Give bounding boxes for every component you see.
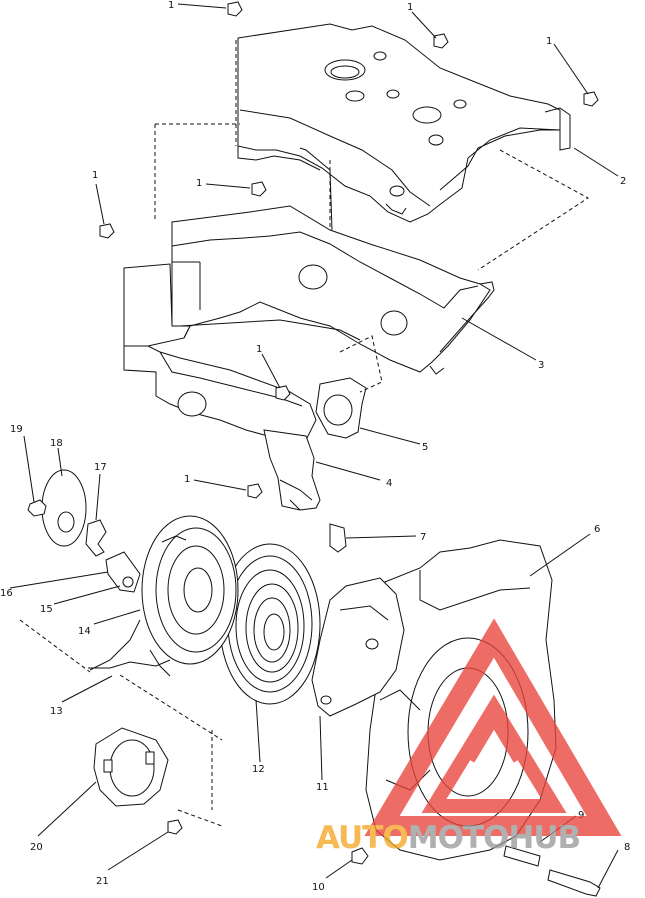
bracket-arm (263, 429, 321, 511)
starter-cup (93, 727, 169, 807)
recoil-spring (219, 543, 321, 705)
callout-12: 12 (252, 764, 265, 775)
watermark-logo: AUTOMOTOHUB (316, 618, 622, 856)
watermark-text-moto: MOTO (408, 820, 509, 856)
alignment-lines (19, 40, 589, 827)
callout-3: 3 (538, 360, 544, 371)
callout-4: 4 (386, 478, 392, 489)
fastener-bolts (99, 1, 601, 897)
nut-19 (27, 499, 47, 517)
callout-1: 1 (546, 36, 552, 47)
leader-lines (9, 3, 619, 889)
watermark-triangle-inner (421, 694, 567, 813)
watermark-text-hub: HUB (508, 820, 580, 856)
callout-5: 5 (422, 442, 428, 453)
friction-plate (41, 469, 87, 547)
callout-10: 10 (312, 882, 325, 893)
callout-13: 13 (50, 706, 63, 717)
callout-labels: 1 1 1 1 1 1 1 2 3 4 5 6 7 8 9 10 11 12 1… (0, 0, 630, 893)
callout-21: 21 (96, 876, 109, 887)
pawl-plate (105, 551, 141, 593)
callout-6: 6 (594, 524, 600, 535)
rope-pulley (89, 515, 239, 677)
callout-1: 1 (184, 474, 190, 485)
callout-1: 1 (256, 344, 262, 355)
callout-16: 16 (0, 588, 13, 599)
callout-20: 20 (30, 842, 43, 853)
callout-1: 1 (196, 178, 202, 189)
callout-18: 18 (50, 438, 63, 449)
callout-1: 1 (407, 2, 413, 13)
callout-19: 19 (10, 424, 23, 435)
callout-8: 8 (624, 842, 630, 853)
callout-7: 7 (420, 532, 426, 543)
top-shroud-panel (237, 23, 571, 231)
callout-1: 1 (92, 170, 98, 181)
gasket (315, 377, 367, 439)
watermark-text-auto: AUTO (316, 820, 408, 856)
callout-2: 2 (620, 176, 626, 187)
svg-text:AUTOMOTOHUB: AUTOMOTOHUB (316, 820, 580, 856)
starter-bracket (311, 577, 405, 717)
starter-rope (88, 659, 171, 669)
callout-14: 14 (78, 626, 91, 637)
callout-9: 9 (578, 810, 584, 821)
pawl-spring (85, 519, 107, 557)
lower-bracket-plate (123, 263, 361, 441)
callout-17: 17 (94, 462, 107, 473)
watermark-triangle-outer (364, 618, 622, 836)
middle-engine-shroud (171, 205, 495, 375)
callout-11: 11 (316, 782, 329, 793)
callout-15: 15 (40, 604, 53, 615)
callout-1: 1 (168, 0, 174, 11)
